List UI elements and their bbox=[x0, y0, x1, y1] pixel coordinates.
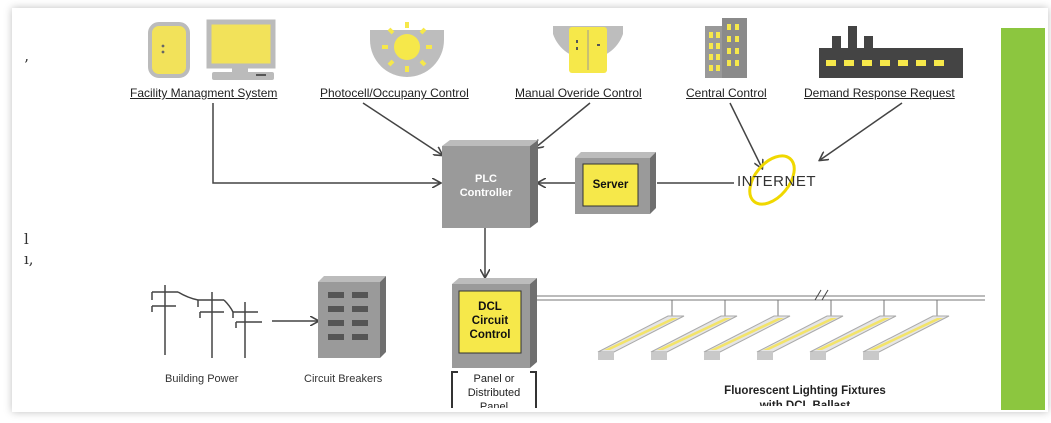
panel-note: Panel or Distributed Panel bbox=[452, 372, 536, 408]
building-icon bbox=[705, 18, 747, 78]
label-demand-response: Demand Response Request bbox=[804, 86, 955, 100]
panel-note-line: Panel or bbox=[473, 373, 515, 385]
internet-ring-icon bbox=[748, 154, 796, 206]
fixture-wiring bbox=[537, 289, 985, 316]
plc-controller-box bbox=[442, 140, 538, 228]
green-side-bar bbox=[1001, 28, 1045, 410]
factory-icon bbox=[819, 26, 963, 78]
connectors bbox=[212, 102, 903, 321]
left-edge-mark: l bbox=[24, 230, 29, 248]
fluorescent-fixtures-icon bbox=[597, 315, 950, 360]
fixtures-label: Fluorescent Lighting Fixtures with DCL B… bbox=[655, 384, 955, 406]
dcl-label: DCL Circuit Control bbox=[459, 300, 521, 342]
panel-note-line: Panel bbox=[479, 401, 509, 408]
left-edge-mark: ı, bbox=[24, 250, 34, 268]
plc-label-line: Controller bbox=[459, 187, 513, 199]
internet-label: INTERNET bbox=[737, 173, 816, 190]
label-manual-override: Manual Overide Control bbox=[515, 86, 642, 100]
label-circuit-breakers: Circuit Breakers bbox=[304, 373, 383, 385]
dcl-circuit-control-box bbox=[452, 278, 537, 368]
label-facility-management: Facility Managment System bbox=[130, 86, 278, 100]
left-edge-mark: ’ bbox=[24, 56, 29, 74]
fixtures-label-line: with DCL Ballast bbox=[759, 400, 851, 406]
panel-note-line: Distributed bbox=[467, 387, 521, 399]
dcl-label-line: DCL bbox=[478, 301, 502, 313]
server-label: Server bbox=[592, 179, 629, 191]
dcl-label-line: Circuit bbox=[471, 315, 509, 327]
label-photocell-control: Photocell/Occupany Control bbox=[320, 86, 469, 100]
label-central-control: Central Control bbox=[686, 86, 767, 100]
computer-icon bbox=[148, 19, 276, 80]
plc-label-line: PLC bbox=[475, 173, 497, 185]
power-poles-icon bbox=[151, 285, 262, 358]
switch-icon bbox=[553, 26, 623, 73]
dcl-label-line: Control bbox=[469, 329, 511, 341]
sun-icon bbox=[370, 22, 444, 77]
label-building-power: Building Power bbox=[165, 373, 239, 385]
panel-bracket bbox=[451, 371, 537, 408]
circuit-breakers-icon bbox=[318, 276, 386, 358]
server-box bbox=[575, 152, 656, 214]
fixtures-label-line: Fluorescent Lighting Fixtures bbox=[724, 385, 886, 397]
plc-controller-label: PLC Controller bbox=[442, 172, 530, 200]
